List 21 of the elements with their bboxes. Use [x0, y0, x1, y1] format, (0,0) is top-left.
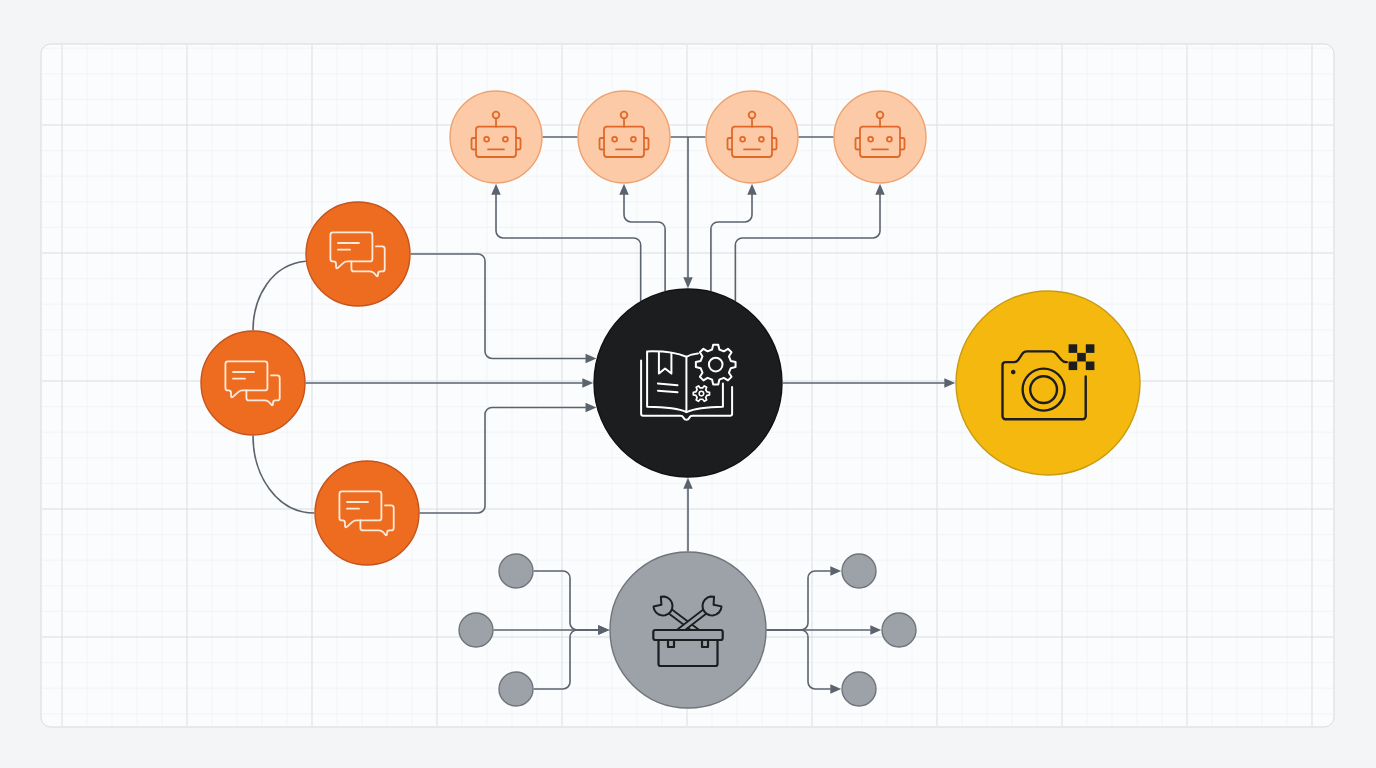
- camera-circle: [955, 290, 1141, 476]
- robot-circle: [449, 90, 543, 184]
- connector-line: [541, 136, 579, 138]
- dot: [498, 553, 534, 589]
- robot-circle: [833, 90, 927, 184]
- chat-circle: [305, 201, 411, 307]
- connector-line: [797, 136, 835, 138]
- connector-line: [669, 136, 707, 138]
- chat-circle: [200, 330, 306, 436]
- robot-circle: [577, 90, 671, 184]
- dot: [841, 671, 877, 707]
- dot: [881, 612, 917, 648]
- hub-circle: [593, 288, 783, 478]
- connector-line: [252, 434, 316, 514]
- dot: [498, 671, 534, 707]
- toolbox-circle: [609, 551, 767, 709]
- connector-line: [252, 260, 307, 332]
- dot: [841, 553, 877, 589]
- dot: [458, 612, 494, 648]
- robot-circle: [705, 90, 799, 184]
- chat-circle: [314, 460, 420, 566]
